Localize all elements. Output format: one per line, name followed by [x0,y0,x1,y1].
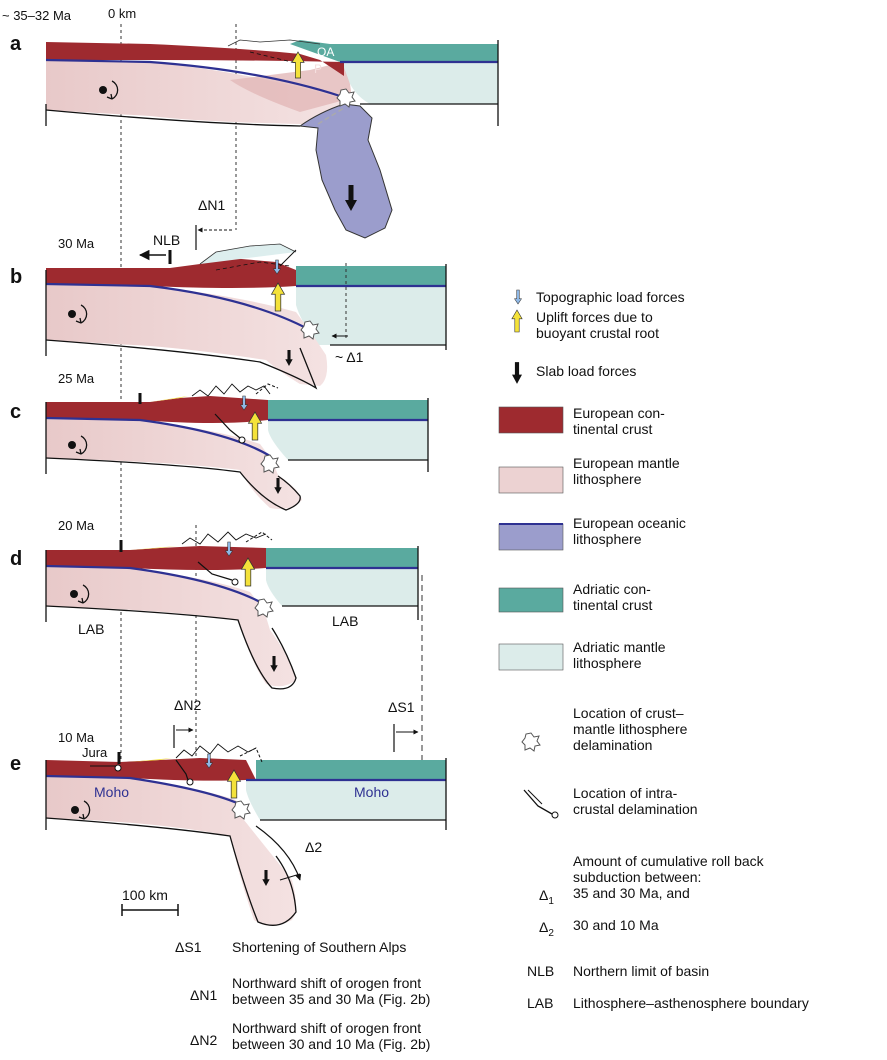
legend-intra-line2: crustal delamination [573,801,698,817]
legend-intra-icon [524,790,558,818]
swatch-eu-crust [499,407,563,433]
legend-uplift-line2: buoyant crustal root [536,325,659,341]
panel-c: 25 Ma c [10,371,428,510]
legend-ad-mantle-line1: Adriatic mantle [573,639,666,655]
legend-slab: Slab load forces [536,363,636,379]
adriatic-mantle-a [340,62,498,104]
label-moho-left: Moho [94,784,129,800]
legend-lab-abbr: LAB [527,995,553,1011]
legend-delam-line2: mantle lithosphere [573,721,688,737]
label-moho-right: Moho [354,784,389,800]
panel-a-letter: a [10,33,22,55]
panel-d-letter: d [10,548,22,570]
legend-delam-icon [522,733,540,751]
panel-c-letter: c [10,401,21,423]
swatch-eu-mantle [499,467,563,493]
panel-d: 20 Ma d LAB LAB [10,518,418,689]
legend-topo: Topographic load forces [536,289,685,305]
header-age: ~ 35–32 Ma [2,8,72,23]
legend-uplift-line1: Uplift forces due to [536,309,653,325]
legend-ad-crust-line1: Adriatic con- [573,581,651,597]
legend-delam-line3: delamination [573,737,652,753]
bottom-dn2-line1: Northward shift of orogen front [232,1020,421,1036]
legend-eu-mantle-line2: lithosphere [573,471,642,487]
panel-e-letter: e [10,753,21,775]
panel-b-age: 30 Ma [58,236,95,251]
legend-rollback-line2: subduction between: [573,869,701,885]
legend-d2: 30 and 10 Ma [573,917,659,933]
bottom-legend: ΔS1 Shortening of Southern Alps ΔN1 Nort… [175,939,430,1052]
label-delta-s1: ΔS1 [388,699,415,715]
bottom-ds1-text: Shortening of Southern Alps [232,939,406,955]
label-delta-1: ~ Δ1 [335,349,364,365]
legend-lab: Lithosphere–asthenosphere boundary [573,995,809,1011]
legend-d1: 35 and 30 Ma, and [573,885,690,901]
legend-eu-oceanic-line2: lithosphere [573,531,642,547]
legend-eu-crust-line2: tinental crust [573,421,652,437]
panel-b-letter: b [10,266,22,288]
label-delta-2: Δ2 [305,839,322,855]
label-oa: OA [317,45,334,59]
legend: Topographic load forces Uplift forces du… [499,289,809,1011]
label-delta-n2: ΔN2 [174,697,201,713]
legend-intra-line1: Location of intra- [573,785,678,801]
scale-bar: 100 km [122,887,178,916]
panel-d-age: 20 Ma [58,518,95,533]
scale-label: 100 km [122,887,168,903]
legend-eu-oceanic-line1: European oceanic [573,515,686,531]
bottom-dn1-symbol: ΔN1 [190,987,217,1003]
legend-delam-line1: Location of crust– [573,705,684,721]
panel-a: a OA P [10,33,498,238]
bottom-dn2-line2: between 30 and 10 Ma (Fig. 2b) [232,1036,430,1052]
label-lab-right: LAB [332,613,358,629]
panel-e-age: 10 Ma [58,730,95,745]
legend-nlb-abbr: NLB [527,963,554,979]
legend-d1-symbol: Δ1 [539,887,554,907]
swatch-ad-crust [499,588,563,612]
swatch-eu-oceanic [499,524,563,550]
swatch-ad-mantle [499,644,563,670]
panel-c-age: 25 Ma [58,371,95,386]
oceanic-slab-a [300,104,392,238]
bottom-dn1-line2: between 35 and 30 Ma (Fig. 2b) [232,991,430,1007]
bottom-ds1-symbol: ΔS1 [175,939,202,955]
legend-nlb: Northern limit of basin [573,963,709,979]
label-jura: Jura [82,745,108,760]
zero-km-label: 0 km [108,6,136,21]
legend-ad-mantle-line2: lithosphere [573,655,642,671]
label-nlb: NLB [153,232,180,248]
panel-e: 10 Ma e Jura Moho Moho Δ2 [10,730,446,926]
label-p: P [314,62,322,76]
panel-b: 30 Ma b ~ Δ1 [10,236,446,388]
label-delta-n1: ΔN1 [198,197,225,213]
legend-eu-mantle-line1: European mantle [573,455,680,471]
bottom-dn1-line1: Northward shift of orogen front [232,975,421,991]
bottom-dn2-symbol: ΔN2 [190,1032,217,1048]
legend-ad-crust-line2: tinental crust [573,597,652,613]
legend-eu-crust-line1: European con- [573,405,665,421]
legend-rollback-line1: Amount of cumulative roll back [573,853,765,869]
label-lab-left: LAB [78,621,104,637]
legend-d2-symbol: Δ2 [539,919,554,939]
